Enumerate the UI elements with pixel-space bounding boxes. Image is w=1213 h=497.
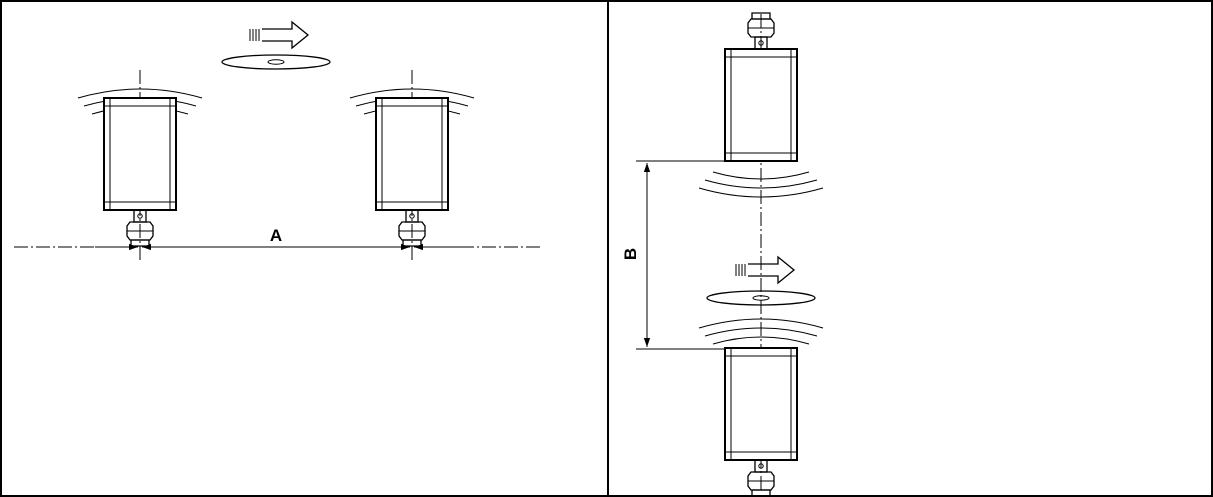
dimension-b-label: B [621, 248, 640, 260]
right-panel: B [621, 12, 824, 497]
left-panel: A [14, 21, 540, 262]
dimension-a-label: A [270, 226, 282, 245]
